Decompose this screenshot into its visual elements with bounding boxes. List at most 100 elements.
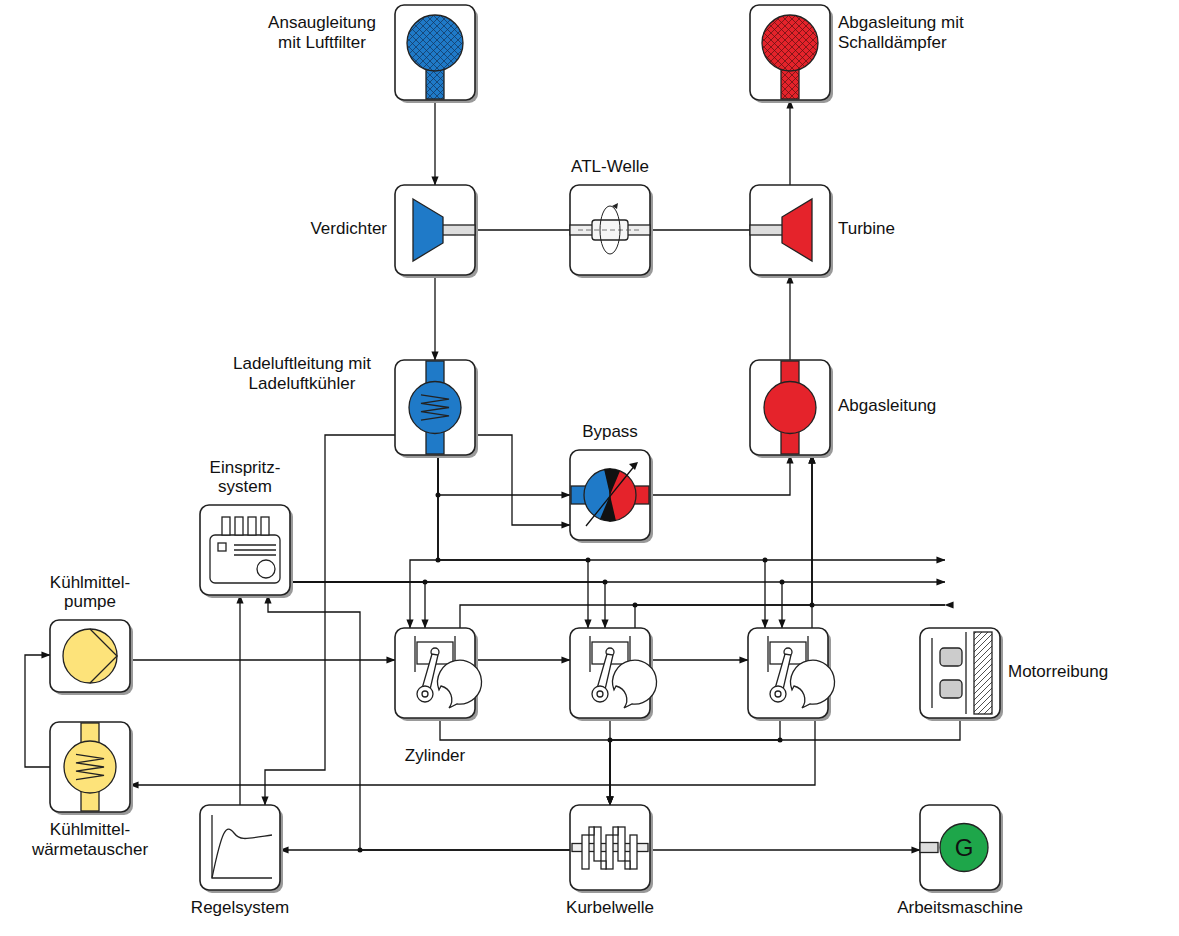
flow-connector (438, 455, 570, 495)
flow-connector (789, 275, 790, 360)
intake-filter: Ansaugleitung mit Luftfilter (395, 5, 475, 100)
box-frame (395, 185, 475, 275)
component-icon (920, 628, 1004, 722)
component-icon (750, 360, 834, 459)
flow-connector (434, 100, 435, 185)
icon-art (409, 361, 461, 454)
component-icon (200, 505, 294, 599)
component-label: Regelsystem (191, 898, 289, 918)
flow-connector (650, 849, 920, 850)
component-icon (395, 628, 479, 722)
flow-connector (268, 595, 570, 850)
flow-connector (130, 718, 815, 785)
cylinder-box: Zylinder (395, 628, 475, 718)
component-icon (750, 5, 834, 104)
component-icon (570, 450, 654, 544)
icon-art (750, 199, 812, 261)
component-label: Arbeitsmaschine (897, 898, 1023, 918)
flow-connector (811, 455, 812, 628)
component-label: Einspritz- system (195, 458, 295, 497)
icon-art (572, 827, 648, 869)
flow-connector (650, 455, 790, 495)
flow-connector (475, 659, 570, 660)
component-icon (570, 185, 654, 279)
turbine-box: Turbine (750, 185, 830, 275)
flow-connector (475, 229, 570, 230)
box-frame (570, 185, 650, 275)
flow-connector (130, 659, 395, 660)
icon-art (415, 636, 482, 708)
stub-line (930, 604, 945, 605)
flow-connector (239, 595, 240, 805)
charge-air-cooler: Ladeluftleitung mit Ladeluftkühler (395, 360, 475, 455)
flow-connector (290, 582, 425, 628)
icon-art (413, 199, 475, 261)
component-label: Kühlmittel- wärmetauscher (23, 820, 158, 859)
compressor-box: Verdichter (395, 185, 475, 275)
exhaust-silencer: Abgasleitung mit Schalldämpfer (750, 5, 830, 100)
component-label: Ansaugleitung mit Luftfilter (257, 13, 387, 52)
component-icon (395, 5, 479, 104)
junction-dots (358, 493, 815, 853)
icon-art (64, 723, 116, 811)
component-label: ATL-Welle (571, 157, 649, 177)
turbo-shaft: ATL-Welle (570, 185, 650, 275)
box-frame (395, 5, 475, 100)
icon-art (762, 15, 818, 99)
icon-art (932, 632, 992, 714)
box-frame (750, 5, 830, 100)
flow-connector (290, 582, 782, 628)
icon-art (920, 824, 988, 872)
component-label: Kurbelwelle (566, 898, 654, 918)
flow-connector (440, 718, 610, 805)
component-label: Verdichter (310, 219, 387, 239)
component-label: Motorreibung (1008, 662, 1108, 682)
outgoing-stubs (765, 560, 945, 605)
coolant-pump: Kühlmittel- pumpe (50, 620, 130, 692)
box-frame (570, 450, 650, 540)
icon-art (764, 361, 816, 454)
component-label: Bypass (582, 422, 638, 442)
stub-line (765, 559, 945, 560)
engine-friction: Motorreibung (920, 628, 1000, 718)
flow-connector (434, 275, 435, 360)
flow-connector (410, 455, 438, 628)
flow-connector (650, 229, 750, 230)
flow-connector (438, 455, 588, 628)
cylinder-box (748, 628, 828, 718)
exhaust-pipe: Abgasleitung (750, 360, 830, 455)
icon-art (407, 15, 463, 99)
flow-connector (25, 655, 50, 767)
flow-connector (475, 435, 570, 525)
flow-connector (610, 718, 960, 805)
symbol-letter: G (955, 834, 974, 862)
control-system: Regelsystem (200, 805, 280, 890)
component-icon (570, 805, 654, 894)
stub-line (782, 581, 945, 582)
component-icon (395, 185, 479, 279)
box-frame (50, 722, 130, 812)
icon-art (570, 203, 650, 254)
box-frame (200, 505, 290, 595)
box-frame (395, 360, 475, 455)
bypass-valve: Bypass (570, 450, 650, 540)
flow-connector (610, 718, 780, 805)
component-icon (395, 360, 479, 459)
component-label: Abgasleitung (838, 396, 936, 416)
box-frame (750, 360, 830, 455)
cylinder-box (570, 628, 650, 718)
driven-machine: GArbeitsmaschine (920, 805, 1000, 890)
flow-connector (650, 659, 748, 660)
component-label: Turbine (838, 219, 895, 239)
component-icon (50, 620, 134, 696)
component-label: Ladeluftleitung mit Ladeluftkühler (217, 354, 387, 393)
box-frame (920, 805, 1000, 890)
box-frame (920, 628, 1000, 718)
icon-art (210, 517, 280, 583)
component-icon (50, 722, 134, 816)
component-icon (750, 185, 834, 279)
component-label: Abgasleitung mit Schalldämpfer (838, 13, 988, 52)
component-label: Kühlmittel- pumpe (40, 573, 140, 612)
box-frame (50, 620, 130, 692)
